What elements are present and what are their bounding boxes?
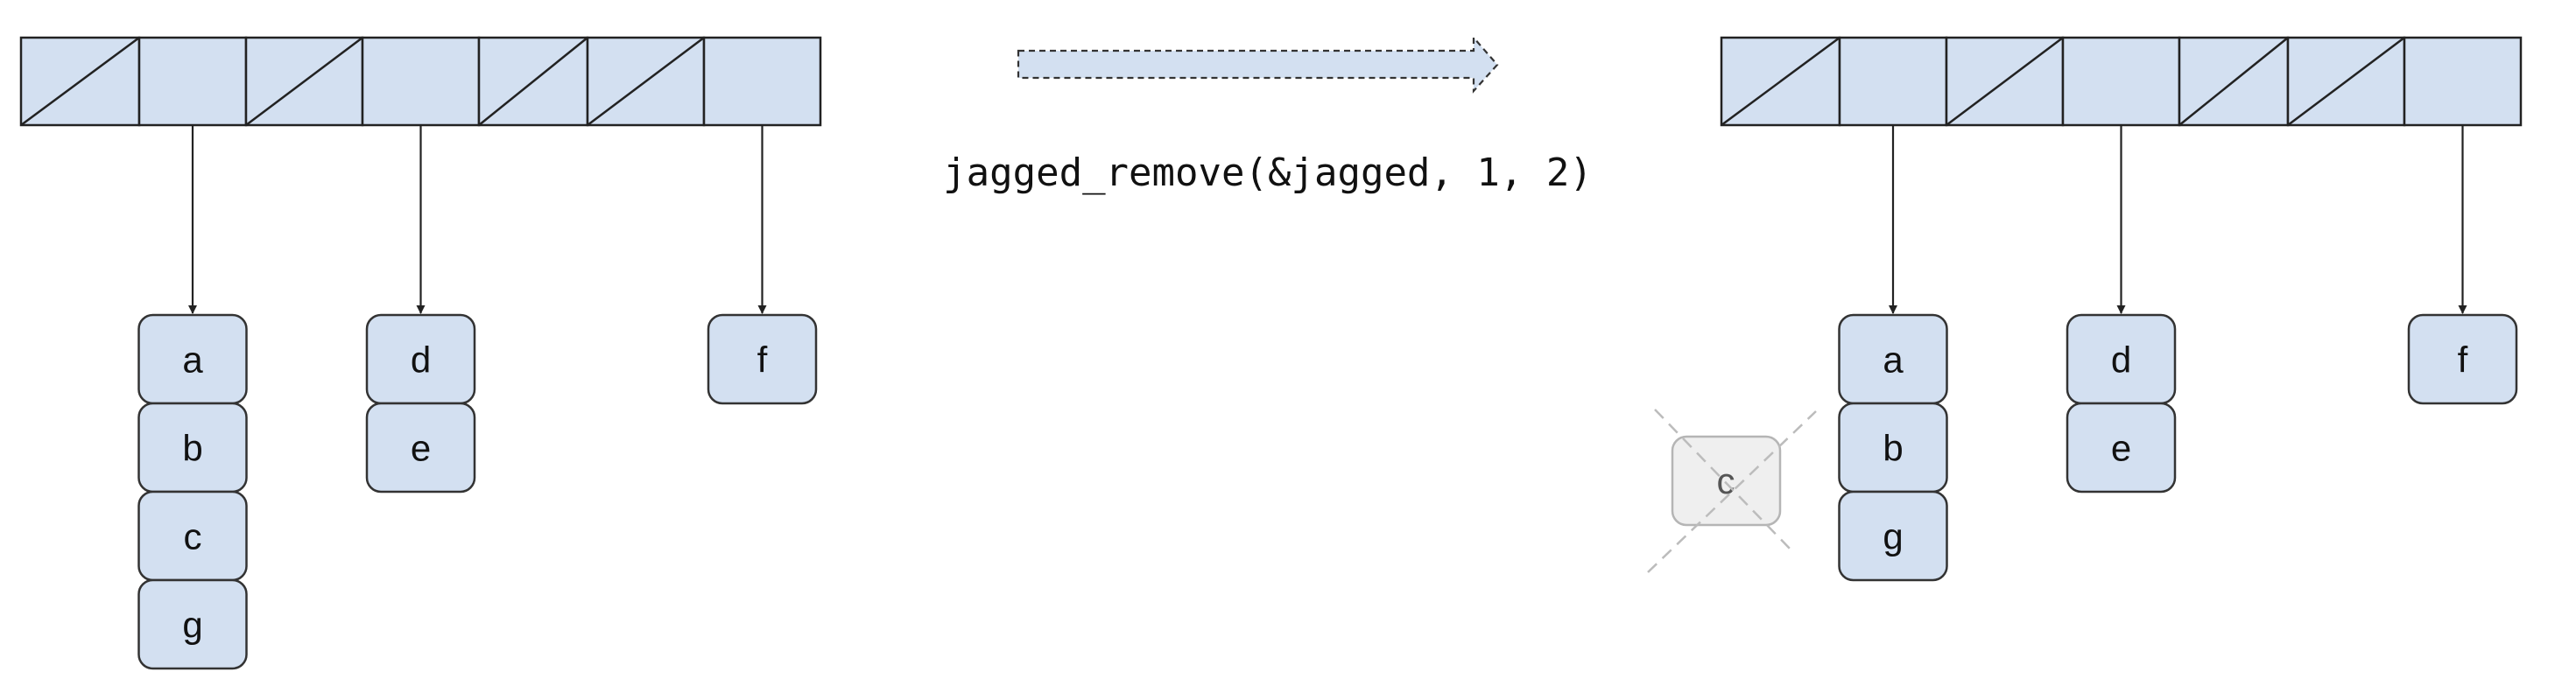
node-label: e [411, 428, 431, 469]
array-slot [702, 36, 822, 127]
after-state: a b g d e f [1720, 36, 2523, 582]
empty-slot-slash [1721, 36, 1841, 127]
empty-slot-slash [478, 37, 588, 126]
array-slot [2061, 36, 2181, 127]
removed-element: c [1647, 409, 1817, 573]
removed-node-box [1671, 435, 1782, 527]
array-slot [2403, 36, 2523, 127]
node-label: d [2111, 340, 2131, 381]
operation-call-label: jagged_remove(&jagged, 1, 2) [943, 150, 1593, 195]
empty-slot-slash [20, 36, 140, 127]
node-box [707, 313, 818, 405]
node-label: f [757, 340, 768, 381]
operation: jagged_remove(&jagged, 1, 2) [943, 35, 1593, 195]
empty-slot-slash [245, 37, 363, 126]
empty-slot-slash [2287, 37, 2405, 126]
node-label: a [1883, 340, 1904, 381]
node-label: g [182, 605, 202, 646]
node-label: b [1883, 428, 1903, 469]
empty-slot-slash [587, 37, 705, 126]
node-label: f [2458, 340, 2468, 381]
before-state: a b c g d e f [19, 36, 822, 670]
node-label: d [411, 340, 431, 381]
node-label: g [1883, 516, 1903, 557]
removed-cross-line [1654, 409, 1793, 552]
node-label: e [2111, 428, 2131, 469]
node-box [1838, 490, 1948, 582]
node-box [2407, 313, 2518, 405]
node-label: b [182, 428, 202, 469]
removed-node-label: c [1717, 460, 1735, 501]
empty-slot-slash [1946, 37, 2064, 126]
node-box [2066, 402, 2177, 494]
operation-arrow [1017, 35, 1499, 94]
array-slot [1838, 36, 1948, 127]
empty-slot-slash [2178, 37, 2289, 126]
node-box [137, 578, 248, 670]
node-label: c [184, 516, 202, 557]
array-slot [137, 36, 248, 127]
array-slot [361, 36, 481, 127]
node-box [365, 402, 476, 494]
node-label: a [182, 340, 203, 381]
